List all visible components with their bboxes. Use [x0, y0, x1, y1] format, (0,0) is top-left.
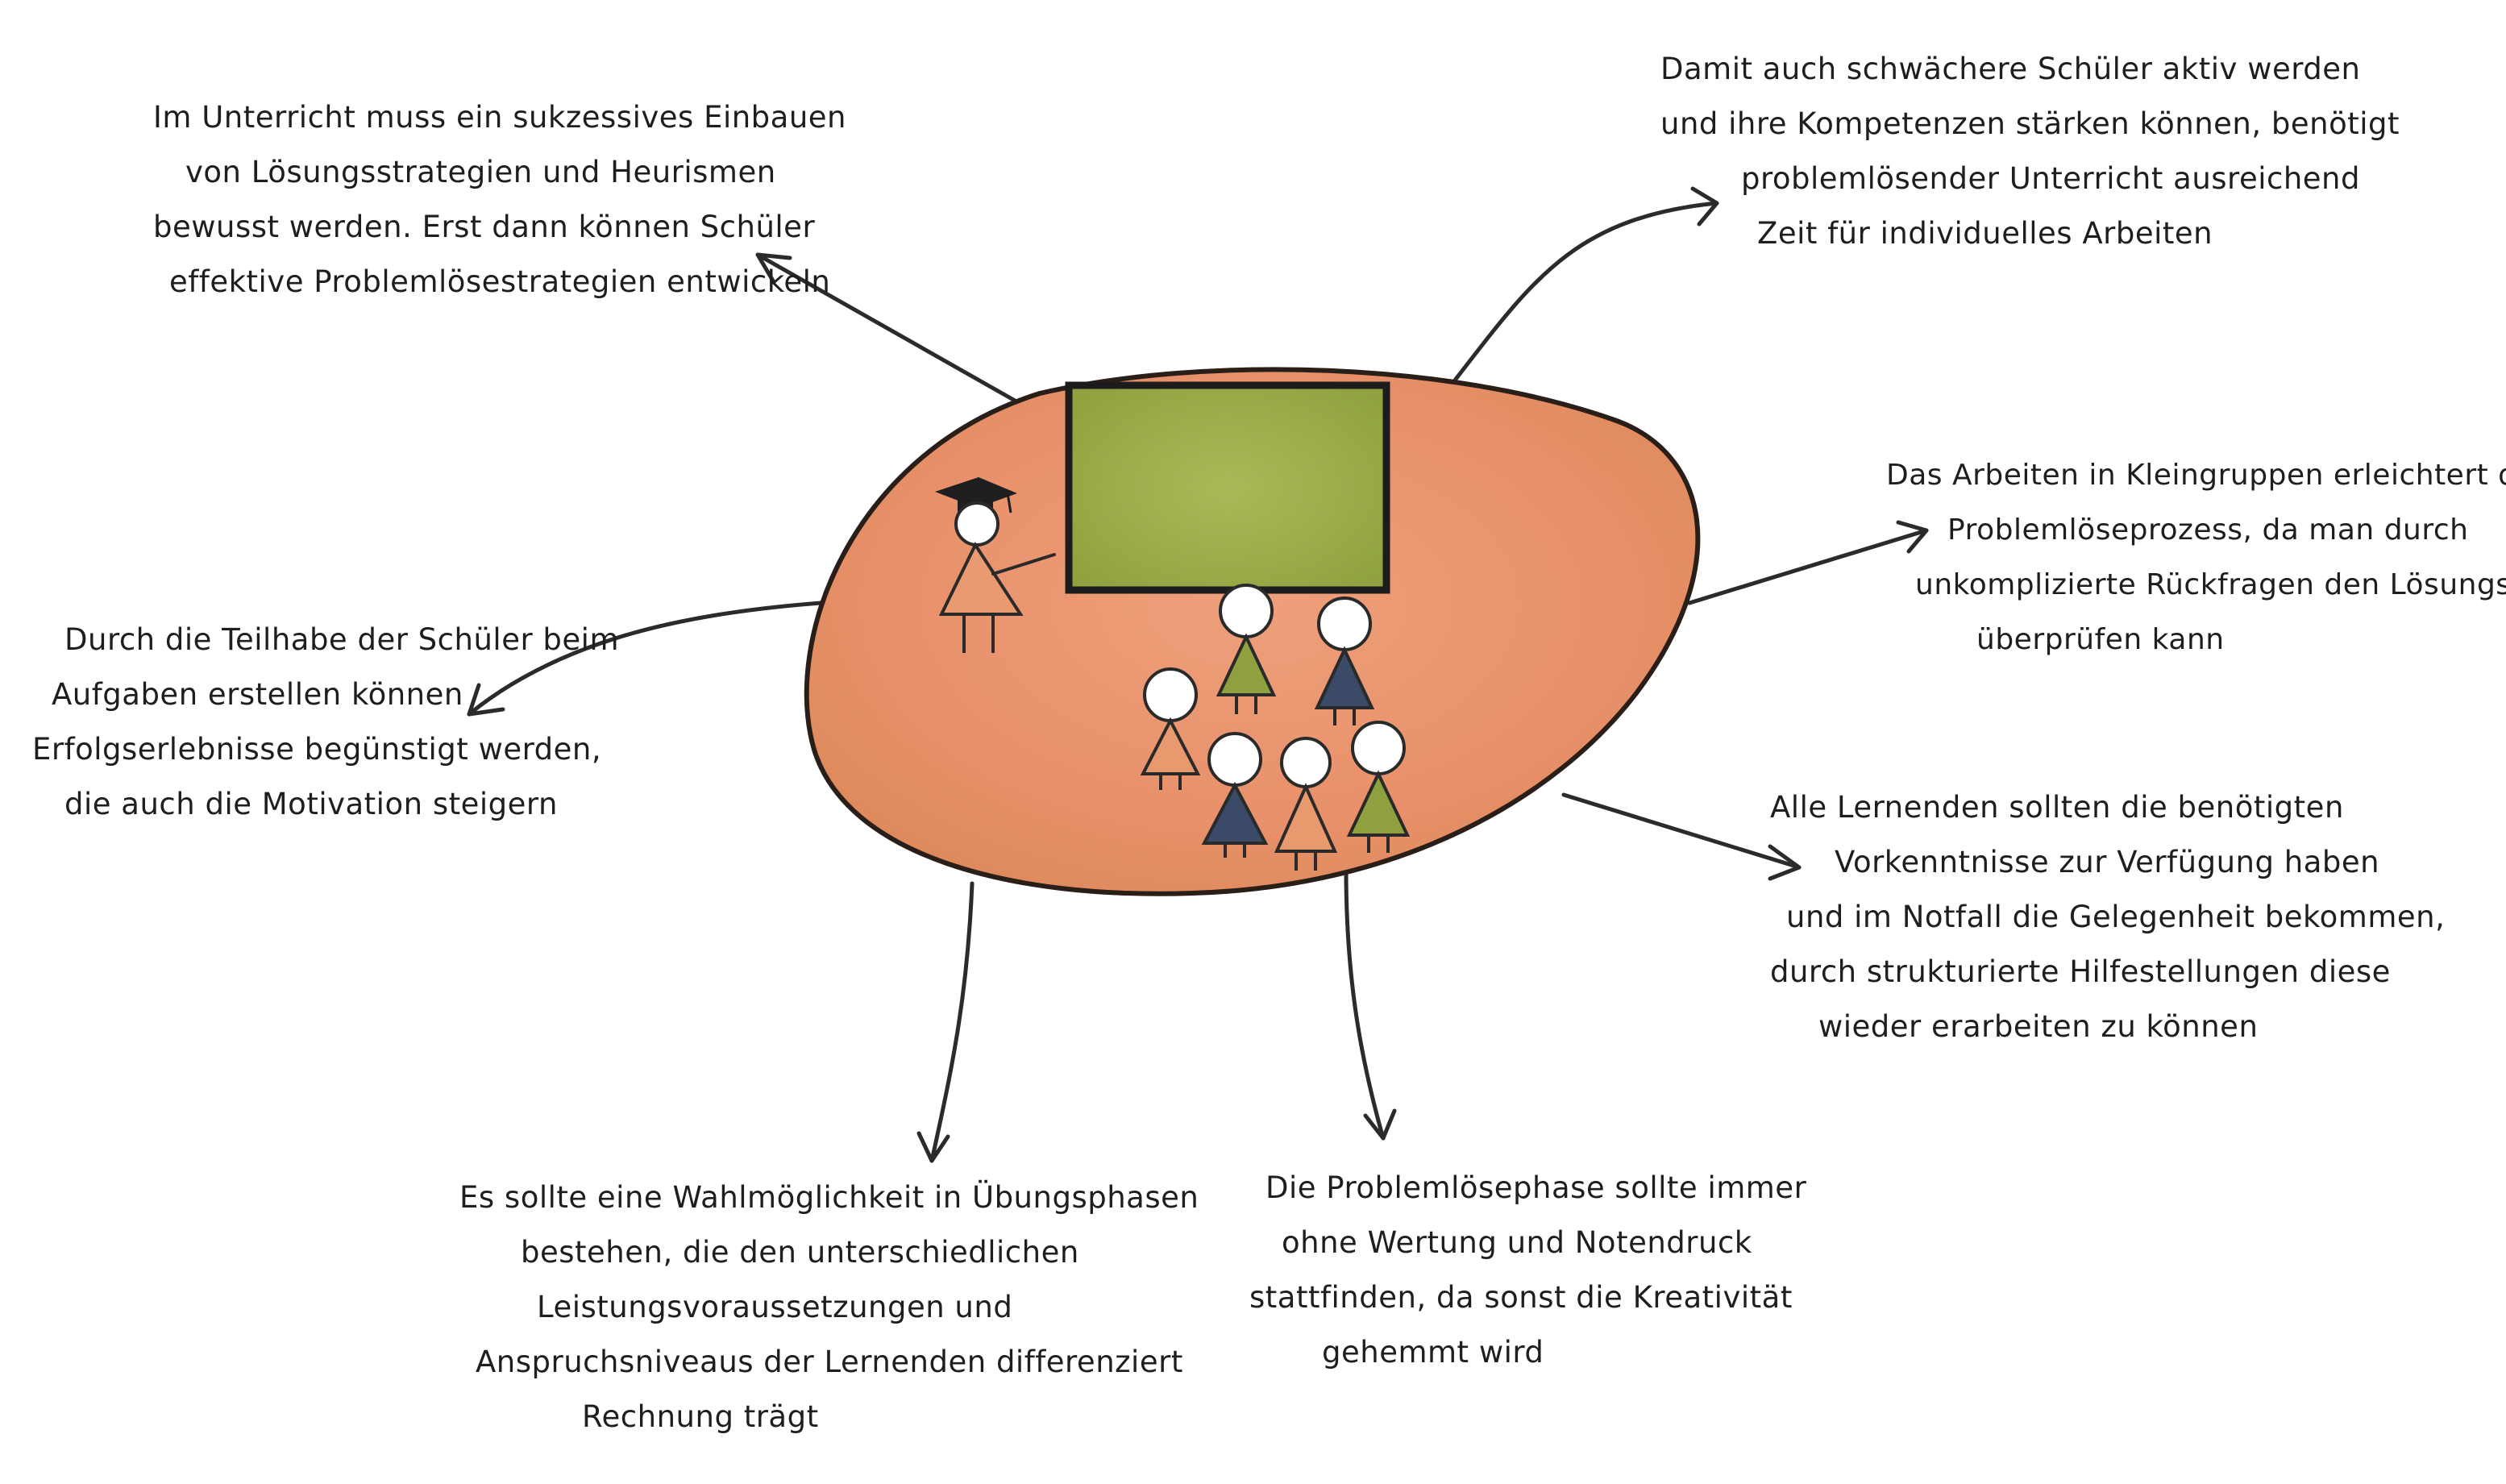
note-line: Erfolgserlebnisse begünstigt werden, [32, 722, 619, 777]
note-mid-right: Das Arbeiten in Kleingruppen erleichtert… [1886, 448, 2506, 667]
note-line: Vorkenntnisse zur Verfügung haben [1770, 835, 2445, 890]
note-line: effektive Problemlösestrategien entwicke… [153, 255, 846, 310]
note-line: und ihre Kompetenzen stärken können, ben… [1660, 97, 2400, 152]
note-line: Die Problemlösephase sollte immer [1249, 1161, 1806, 1216]
note-line: Problemlöseprozess, da man durch [1886, 503, 2506, 558]
note-line: überprüfen kann [1886, 613, 2506, 667]
note-bottom-left: Es sollte eine Wahlmöglichkeit in Übungs… [459, 1170, 1199, 1445]
note-line: bestehen, die den unterschiedlichen [459, 1225, 1199, 1280]
note-bottom-center: Die Problemlösephase sollte immer ohne W… [1249, 1161, 1806, 1380]
note-line: Durch die Teilhabe der Schüler beim [32, 613, 619, 667]
note-lower-right: Alle Lernenden sollten die benötigten Vo… [1770, 780, 2445, 1054]
note-line: wieder erarbeiten zu können [1770, 1000, 2445, 1054]
note-line: Es sollte eine Wahlmöglichkeit in Übungs… [459, 1170, 1199, 1225]
note-line: Zeit für individuelles Arbeiten [1660, 206, 2400, 261]
note-line: gehemmt wird [1249, 1325, 1806, 1380]
note-line: und im Notfall die Gelegenheit bekommen, [1770, 890, 2445, 945]
note-line: bewusst werden. Erst dann können Schüler [153, 200, 846, 255]
note-line: durch strukturierte Hilfestellungen dies… [1770, 945, 2445, 1000]
note-line: Rechnung trägt [459, 1390, 1199, 1445]
note-line: Damit auch schwächere Schüler aktiv werd… [1660, 42, 2400, 97]
arrow-lower-right [1564, 795, 1799, 867]
note-line: stattfinden, da sonst die Kreativität [1249, 1270, 1806, 1325]
note-top-left: Im Unterricht muss ein sukzessives Einba… [153, 90, 846, 310]
note-line: Anspruchsniveaus der Lernenden differenz… [459, 1335, 1199, 1390]
note-line: Alle Lernenden sollten die benötigten [1770, 780, 2445, 835]
note-line: Aufgaben erstellen können [32, 667, 619, 722]
note-line: von Lösungsstrategien und Heurismen [153, 145, 846, 200]
chalkboard [1069, 385, 1386, 590]
note-left: Durch die Teilhabe der Schüler beim Aufg… [32, 613, 619, 832]
note-line: unkomplizierte Rückfragen den Lösungsweg [1886, 558, 2506, 613]
note-line: ohne Wertung und Notendruck [1249, 1216, 1806, 1270]
note-line: die auch die Motivation steigern [32, 777, 619, 832]
note-line: Im Unterricht muss ein sukzessives Einba… [153, 90, 846, 145]
arrow-bottom-center [1346, 871, 1383, 1138]
note-line: Leistungsvoraussetzungen und [459, 1280, 1199, 1335]
note-line: problemlösender Unterricht ausreichend [1660, 152, 2400, 206]
note-top-right: Damit auch schwächere Schüler aktiv werd… [1660, 42, 2400, 261]
note-line: Das Arbeiten in Kleingruppen erleichtert… [1886, 448, 2506, 503]
arrow-bottom-left [932, 883, 972, 1161]
